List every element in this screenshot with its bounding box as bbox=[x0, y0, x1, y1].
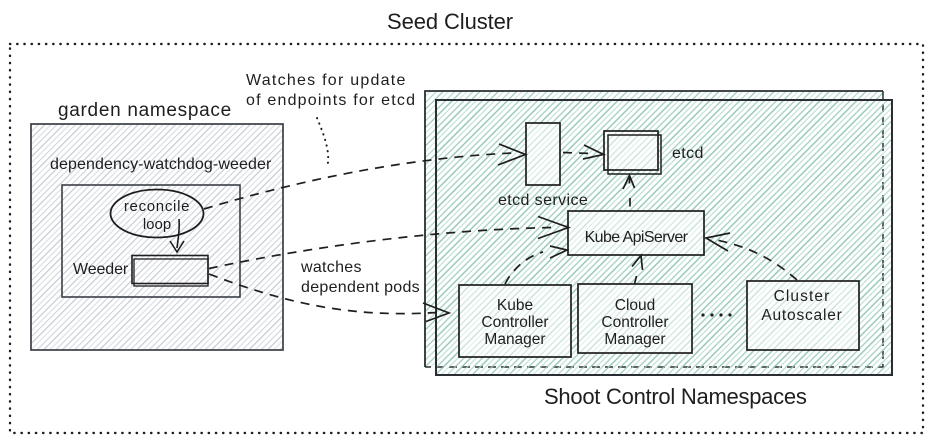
svg-text:Manager: Manager bbox=[484, 331, 545, 348]
svg-text:dependent pods: dependent pods bbox=[301, 279, 420, 296]
svg-text:Cloud: Cloud bbox=[615, 297, 656, 314]
svg-text:etcd: etcd bbox=[672, 145, 704, 162]
svg-text:Watches for update: Watches for update bbox=[246, 72, 407, 89]
svg-text:of endpoints for etcd: of endpoints for etcd bbox=[246, 92, 416, 109]
svg-text:reconcile: reconcile bbox=[124, 198, 190, 215]
svg-text:Controller: Controller bbox=[481, 314, 548, 331]
svg-text:watches: watches bbox=[300, 259, 362, 276]
svg-text:loop: loop bbox=[143, 216, 171, 233]
svg-text:dependency-watchdog-weeder: dependency-watchdog-weeder bbox=[50, 156, 272, 173]
svg-text:Kube: Kube bbox=[497, 297, 533, 314]
svg-text:Weeder: Weeder bbox=[73, 261, 129, 278]
svg-text:Shoot Control Namespaces: Shoot Control Namespaces bbox=[544, 384, 807, 409]
svg-text:Kube ApiServer: Kube ApiServer bbox=[585, 229, 689, 246]
svg-text:Manager: Manager bbox=[604, 331, 665, 348]
svg-text:Autoscaler: Autoscaler bbox=[761, 307, 842, 324]
svg-text:Cluster: Cluster bbox=[774, 288, 831, 305]
svg-text:Seed Cluster: Seed Cluster bbox=[387, 9, 513, 34]
svg-text:Controller: Controller bbox=[601, 314, 668, 331]
svg-text:garden namespace: garden namespace bbox=[58, 100, 232, 121]
svg-text:etcd service: etcd service bbox=[498, 192, 588, 209]
